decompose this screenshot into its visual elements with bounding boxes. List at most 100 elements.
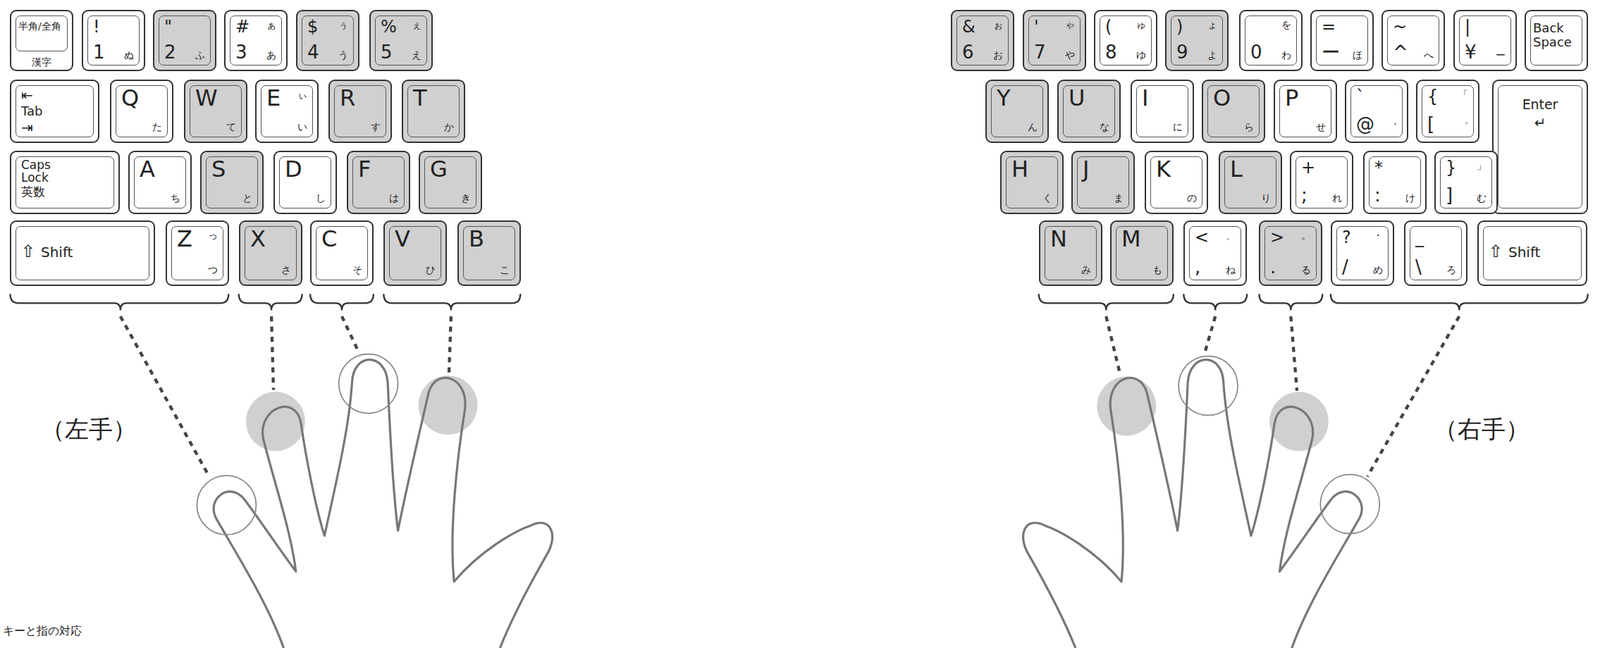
key-legend: ゃ xyxy=(1065,19,1075,30)
key-cap: ?・/め xyxy=(1330,220,1395,287)
key-cap: Kの xyxy=(1144,150,1209,215)
key-legend: Enter xyxy=(1493,97,1587,112)
key-legend: 漢字 xyxy=(11,57,72,68)
key-legend: な xyxy=(1099,121,1110,132)
key-legend: ゆ xyxy=(1136,50,1147,60)
key-legend: ¥ xyxy=(1464,42,1477,62)
key-legend: & xyxy=(962,18,976,36)
key-legend: ] xyxy=(1445,186,1453,205)
key-legend: } xyxy=(1445,159,1457,177)
key-legend: 」 xyxy=(1476,160,1487,171)
key-legend: ( xyxy=(1105,18,1112,36)
key-legend: / xyxy=(1342,257,1349,277)
key-legend: あ xyxy=(266,50,277,60)
key-cap: Tか xyxy=(401,79,466,144)
key-legend: の xyxy=(1186,193,1197,203)
key-legend: E xyxy=(266,86,281,110)
key-legend: た xyxy=(152,121,163,132)
key-legend: 0 xyxy=(1250,42,1263,62)
key-legend: ち xyxy=(170,193,181,203)
key-legend: Shift xyxy=(40,245,73,260)
key-cap: !1ぬ xyxy=(81,9,146,72)
key-legend: せ xyxy=(1315,121,1326,132)
key-legend: も xyxy=(1152,265,1163,275)
key-legend: 「 xyxy=(1458,89,1469,100)
key-legend: V xyxy=(394,227,411,251)
key-legend: Q xyxy=(121,86,139,110)
key-cap: Aち xyxy=(128,150,192,215)
key-legend: Back Space xyxy=(1533,21,1575,50)
key-legend: " xyxy=(164,18,172,36)
right-hand xyxy=(1023,360,1363,648)
key-legend: く xyxy=(1042,193,1053,203)
key-cap: Mも xyxy=(1110,220,1174,287)
key-legend: ぬ xyxy=(124,50,134,60)
key-legend: 7 xyxy=(1034,42,1046,62)
key-legend: K xyxy=(1155,157,1171,181)
key-legend: を xyxy=(1281,19,1292,30)
key-cap: Fは xyxy=(346,150,411,215)
key-legend: 5 xyxy=(380,42,393,62)
key-legend: A xyxy=(139,157,156,181)
key-legend: T xyxy=(413,86,428,110)
key-legend: ら xyxy=(1244,121,1254,132)
key-cap: Lり xyxy=(1218,150,1283,215)
key-cap: Eぃい xyxy=(255,79,319,144)
key-legend: に xyxy=(1172,121,1183,132)
key-legend: : xyxy=(1374,186,1381,205)
key-legend: 6 xyxy=(962,42,975,62)
key-legend: 。 xyxy=(1301,230,1312,241)
key-legend: Y xyxy=(996,86,1011,110)
key-cap: Gき xyxy=(418,150,483,215)
key-legend: J xyxy=(1082,157,1089,181)
key-legend: Shift xyxy=(1508,245,1541,260)
key-legend: け xyxy=(1405,193,1416,203)
key-legend: _ xyxy=(1415,229,1424,246)
key-legend: む xyxy=(1476,193,1487,203)
group-brackets xyxy=(9,293,1588,311)
key-legend: さ xyxy=(281,265,292,275)
key-cap: Oら xyxy=(1201,79,1266,144)
key-legend: % xyxy=(380,18,397,36)
key-legend: W xyxy=(195,86,218,110)
key-legend: ふ xyxy=(195,50,206,60)
key-legend: | xyxy=(1464,18,1471,36)
key-legend: + xyxy=(1301,159,1316,177)
key-legend: 半角/全角 xyxy=(18,21,62,32)
key-cap: を0わ xyxy=(1239,9,1303,72)
key-legend: ゜ xyxy=(1458,121,1469,132)
key-legend: ろ xyxy=(1446,265,1457,275)
key-cap: >。.る xyxy=(1258,220,1323,287)
key-cap: Caps Lock英数 xyxy=(9,150,120,215)
key-cap: Nみ xyxy=(1038,220,1103,287)
key-legend: F xyxy=(358,157,371,181)
key-legend: H xyxy=(1011,157,1029,181)
key-cap: _\ろ xyxy=(1404,220,1468,287)
hand-label: （左手） xyxy=(40,417,137,442)
key-legend: へ xyxy=(1423,50,1434,60)
key-legend: て xyxy=(226,121,237,132)
key-cap: #ぁ3あ xyxy=(224,9,288,72)
key-legend: 4 xyxy=(307,42,320,62)
key-cap: &ぉ6お xyxy=(950,9,1015,72)
key-legend: < xyxy=(1194,229,1209,246)
key-legend: す xyxy=(370,121,381,132)
key-legend: ゛ xyxy=(1387,121,1398,132)
key-legend: X xyxy=(250,227,266,251)
key-cap: Pせ xyxy=(1273,79,1338,144)
key-legend: G xyxy=(429,157,448,181)
key-cap: Enter↵ xyxy=(1492,79,1589,215)
key-cap: Back Space xyxy=(1524,9,1589,72)
key-legend: ぉ xyxy=(993,19,1003,30)
fingertip-filled xyxy=(245,375,1329,452)
key-legend: う xyxy=(338,50,349,60)
key-legend: S xyxy=(211,157,226,181)
key-cap: 'ゃ7や xyxy=(1022,9,1087,72)
key-legend: し xyxy=(315,193,326,203)
finger-leader-lines xyxy=(120,316,1460,477)
key-legend: ⇥ xyxy=(21,120,34,135)
key-legend: ひ xyxy=(425,265,436,275)
key-legend: え xyxy=(411,50,422,60)
key-cap: Cそ xyxy=(310,220,374,287)
key-legend: B xyxy=(468,227,485,251)
